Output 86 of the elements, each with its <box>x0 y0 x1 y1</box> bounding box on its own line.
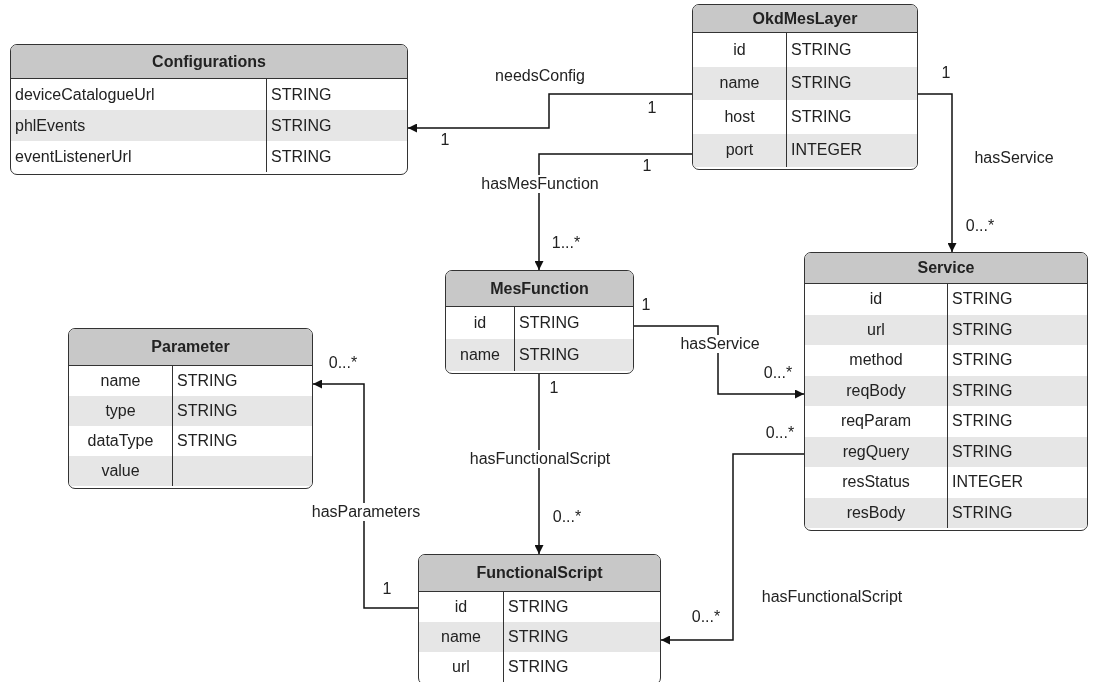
field-name: reqBody <box>846 381 906 400</box>
field-name: eventListenerUrl <box>15 147 132 166</box>
connector-arrow <box>534 153 693 271</box>
cardinality-label: 1 <box>382 580 392 598</box>
field-type: STRING <box>952 412 1013 431</box>
field-type: INTEGER <box>791 141 863 160</box>
field-name: id <box>454 598 468 616</box>
field-type: STRING <box>271 147 332 166</box>
field-type: STRING <box>952 381 1013 400</box>
relationship-label: hasMesFunction <box>479 175 601 193</box>
field-name: regQuery <box>842 442 910 461</box>
field-name: value <box>101 462 140 480</box>
field-type: STRING <box>952 290 1013 309</box>
table-title: Service <box>805 253 1087 284</box>
field-name: name <box>100 372 141 390</box>
cardinality-label: 0...* <box>763 364 793 382</box>
field-name: deviceCatalogueUrl <box>15 85 155 104</box>
table-title: OkdMesLayer <box>693 5 917 33</box>
cardinality-label: 1 <box>647 99 657 117</box>
cardinality-label: 0...* <box>691 608 721 626</box>
connector-arrow <box>633 325 805 399</box>
field-type: STRING <box>952 351 1013 370</box>
field-type: STRING <box>177 432 238 450</box>
field-name: resStatus <box>842 473 910 492</box>
table-title: Configurations <box>11 45 407 79</box>
field-name: host <box>724 107 755 126</box>
entity-table <box>68 328 313 489</box>
field-type: STRING <box>519 346 580 364</box>
connector-arrow <box>407 93 693 133</box>
cardinality-label: 1 <box>641 296 651 314</box>
relationship-label: hasService <box>678 335 762 353</box>
table-title: MesFunction <box>446 271 633 307</box>
field-name: name <box>460 346 500 364</box>
field-type: STRING <box>519 314 580 332</box>
field-type: STRING <box>177 402 238 420</box>
cardinality-label: 0...* <box>765 424 795 442</box>
connector-arrow <box>917 93 957 253</box>
field-name: phlEvents <box>15 116 86 135</box>
entity-table <box>804 252 1088 531</box>
field-type: STRING <box>791 107 852 126</box>
cardinality-label: 0...* <box>328 354 358 372</box>
field-name: port <box>725 141 754 160</box>
entity-table <box>692 4 918 170</box>
field-type: STRING <box>952 503 1013 522</box>
field-name: type <box>105 402 136 420</box>
field-type: STRING <box>508 598 569 616</box>
field-name: name <box>441 628 481 646</box>
connector-arrow <box>312 379 419 609</box>
field-name: method <box>849 351 903 370</box>
field-type: STRING <box>271 116 332 135</box>
field-type: STRING <box>791 74 852 93</box>
entity-table <box>418 554 661 682</box>
field-name: url <box>867 320 885 339</box>
field-name: id <box>733 40 746 59</box>
field-type: STRING <box>952 442 1013 461</box>
connector-arrow <box>660 453 805 645</box>
field-name: reqParam <box>840 412 912 431</box>
cardinality-label: 1 <box>642 157 652 175</box>
field-name: id <box>473 314 487 332</box>
relationship-label: needsConfig <box>493 67 587 85</box>
relationship-label: hasFunctionalScript <box>467 450 613 468</box>
field-type: INTEGER <box>952 473 1024 492</box>
field-type: STRING <box>508 658 569 676</box>
cardinality-label: 1 <box>941 64 951 82</box>
field-name: id <box>869 290 883 309</box>
field-name: dataType <box>87 432 154 450</box>
field-name: name <box>719 74 760 93</box>
connector-arrow <box>534 373 544 555</box>
field-type: STRING <box>177 372 238 390</box>
cardinality-label: 1 <box>440 131 450 149</box>
entity-table <box>445 270 634 374</box>
entity-table <box>10 44 408 175</box>
field-type: STRING <box>791 40 852 59</box>
field-name: url <box>452 658 470 676</box>
cardinality-label: 1 <box>549 379 559 397</box>
field-name: resBody <box>846 503 906 522</box>
cardinality-label: 0...* <box>552 508 582 526</box>
field-type: STRING <box>952 320 1013 339</box>
relationship-label: hasFunctionalScript <box>759 588 905 606</box>
field-type: STRING <box>508 628 569 646</box>
field-type: STRING <box>271 85 332 104</box>
table-title: FunctionalScript <box>419 555 660 592</box>
cardinality-label: 0...* <box>965 217 995 235</box>
relationship-label: hasParameters <box>309 503 423 521</box>
table-title: Parameter <box>69 329 312 366</box>
cardinality-label: 1...* <box>551 234 581 252</box>
